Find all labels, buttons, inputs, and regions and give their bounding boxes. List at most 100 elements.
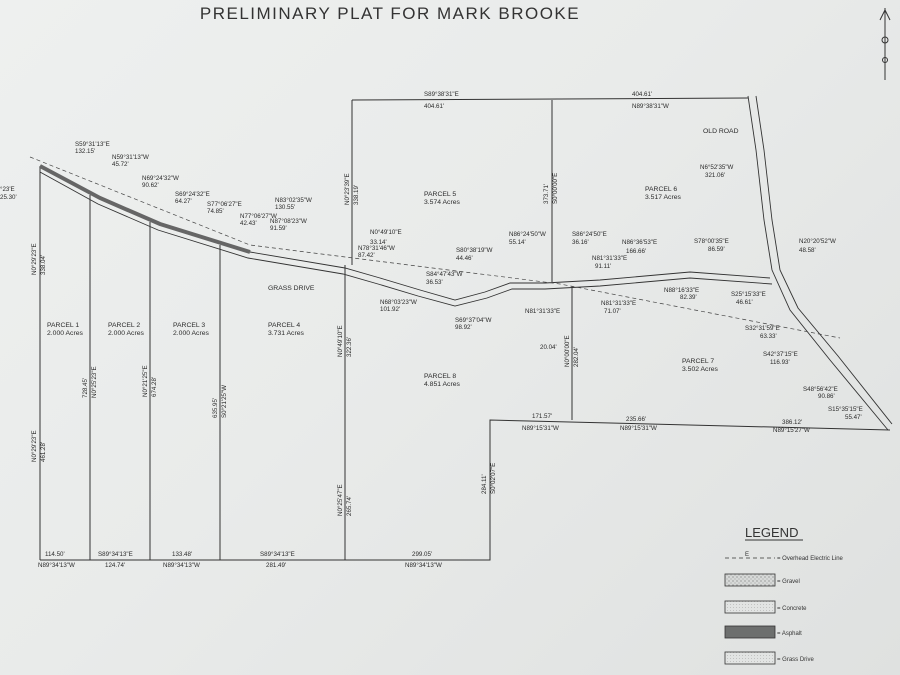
call-label: N89°15'31"W xyxy=(620,425,657,432)
call-label: S42°37'15"E xyxy=(763,351,798,358)
parcel-8-acres: 4.851 Acres xyxy=(424,381,460,388)
call-label: 55.14' xyxy=(509,239,526,246)
parcel-1-label: PARCEL 1 xyxy=(47,322,79,329)
parcel-1-acres: 2.000 Acres xyxy=(47,330,83,337)
call-label: N69°24'32"W xyxy=(142,175,179,182)
call-label: 674.28' xyxy=(151,377,158,397)
call-label: N78°31'46"W xyxy=(358,245,395,252)
call-label: 728.45' xyxy=(82,378,89,398)
call-label: 33.14' xyxy=(370,239,387,246)
call-label: 321.06' xyxy=(705,172,725,179)
call-label: N89°15'27"W xyxy=(773,427,810,434)
call-label: N86°24'50"W xyxy=(509,231,546,238)
call-label: S69°24'32"E xyxy=(175,191,210,198)
call-label: N0°29'23"E xyxy=(31,243,38,275)
call-label: N0°29'23"E xyxy=(31,430,38,462)
call-label: 71.07' xyxy=(604,308,621,315)
parcel-3-label: PARCEL 3 xyxy=(173,322,205,329)
call-label: 36.53' xyxy=(426,279,443,286)
call-label: 44.46' xyxy=(456,255,473,262)
call-label: 386.12' xyxy=(782,419,802,426)
legend-concrete-label: = Concrete xyxy=(777,606,807,612)
old-road-label: OLD ROAD xyxy=(703,128,739,135)
call-label: S78°00'35"E xyxy=(694,238,729,245)
vertical-calls: N0°29'23"E 338.04' N0°29'23"E 461.28' N0… xyxy=(31,173,580,516)
north-boundary-line xyxy=(351,97,749,101)
call-label: 91.59' xyxy=(270,225,287,232)
call-label: 322.36' xyxy=(346,337,353,357)
call-label: 25.30' xyxy=(0,194,17,201)
asphalt-segment xyxy=(39,164,251,254)
call-label: 635.95' xyxy=(212,398,219,418)
call-label: N0°25'47"E xyxy=(337,484,344,516)
call-label: 86.59' xyxy=(708,246,725,253)
call-label: 36.16' xyxy=(572,239,589,246)
call-label: S86°24'50"E xyxy=(572,231,607,238)
call-label: S77°06'27"E xyxy=(207,201,242,208)
call-label: 130.55' xyxy=(275,204,295,211)
call-label: 133.48' xyxy=(172,551,192,558)
call-label: 98.92' xyxy=(455,324,472,331)
call-label: N59°31'13"W xyxy=(112,154,149,161)
parcel-6-label: PARCEL 6 xyxy=(645,186,677,193)
call-label: 55.47' xyxy=(845,414,862,421)
call-label: N89°34'13"W xyxy=(405,562,442,569)
call-label: 45.72' xyxy=(112,161,129,168)
call-label: 281.49' xyxy=(266,562,286,569)
parcel-8-label: PARCEL 8 xyxy=(424,373,456,380)
call-label: 63.33' xyxy=(760,333,777,340)
call-label: 171.57' xyxy=(532,413,552,420)
call-label: S89°34'13"E xyxy=(98,551,133,558)
horizontal-calls: S59°31'13"E 132.15' N59°31'13"W 45.72' N… xyxy=(0,91,863,569)
call-label: S80°38'19"W xyxy=(456,247,493,254)
legend-title: LEGEND xyxy=(745,525,798,540)
call-label: N89°34'13"W xyxy=(163,562,200,569)
call-label: N68°03'23"W xyxy=(380,299,417,306)
call-label: 48.58' xyxy=(799,247,816,254)
call-label: N0°23'39"E xyxy=(344,173,351,205)
call-label: 338.04' xyxy=(40,255,47,275)
call-label: 132.15' xyxy=(75,148,95,155)
legend-electric-symbol: E xyxy=(745,552,749,558)
call-label: S48°56'42"E xyxy=(803,386,838,393)
legend: LEGEND E = Overhead Electric Line = Grav… xyxy=(724,525,844,665)
call-label: N6°52'35"W xyxy=(700,164,734,171)
overhead-electric-line xyxy=(29,156,841,339)
call-label: S69°37'04"W xyxy=(455,317,492,324)
call-label: 166.66' xyxy=(626,248,646,255)
call-label: 91.11' xyxy=(595,263,611,270)
call-label: 373.71' xyxy=(543,184,550,204)
lot-lines xyxy=(39,97,891,561)
call-label: N77°06'27"W xyxy=(240,213,277,220)
call-label: 116.93' xyxy=(770,359,790,366)
legend-grass-drive-label: = Grass Drive xyxy=(777,657,815,663)
call-label: S0°00'00"E xyxy=(552,173,559,204)
call-label: N83°02'35"W xyxy=(275,197,312,204)
call-label: N0°49'10"E xyxy=(370,229,402,236)
call-label: 20.04' xyxy=(540,344,557,351)
call-label: 265.74' xyxy=(346,496,353,516)
call-label: N81°31'33"E xyxy=(525,308,560,315)
call-label: 74.85' xyxy=(207,208,224,215)
call-label: S89°38'31"E xyxy=(424,91,459,98)
grass-drive-label: GRASS DRIVE xyxy=(268,285,315,292)
parcel-6-acres: 3.517 Acres xyxy=(645,194,681,201)
call-label: N81°31'33"E xyxy=(601,300,636,307)
call-label: S89°34'13"E xyxy=(260,551,295,558)
south-boundary-line xyxy=(40,419,891,561)
parcel-2-acres: 2.000 Acres xyxy=(108,330,144,337)
call-label: S25°15'33"E xyxy=(731,291,766,298)
call-label: 82.39' xyxy=(680,294,697,301)
call-label: N89°38'31"W xyxy=(632,103,669,110)
call-label: 90.62' xyxy=(142,182,159,189)
call-label: N81°31'33"E xyxy=(592,255,627,262)
call-label: S59°31'13"E xyxy=(75,141,110,148)
legend-gravel-label: = Gravel xyxy=(777,579,800,585)
call-label: 461.28' xyxy=(40,442,47,462)
call-label: N89°34'13"W xyxy=(38,562,75,569)
parcel-7-acres: 3.502 Acres xyxy=(682,366,718,373)
call-label: 338.19' xyxy=(353,185,360,205)
parcel-3-acres: 2.000 Acres xyxy=(173,330,209,337)
parcel-4-label: PARCEL 4 xyxy=(268,322,300,329)
